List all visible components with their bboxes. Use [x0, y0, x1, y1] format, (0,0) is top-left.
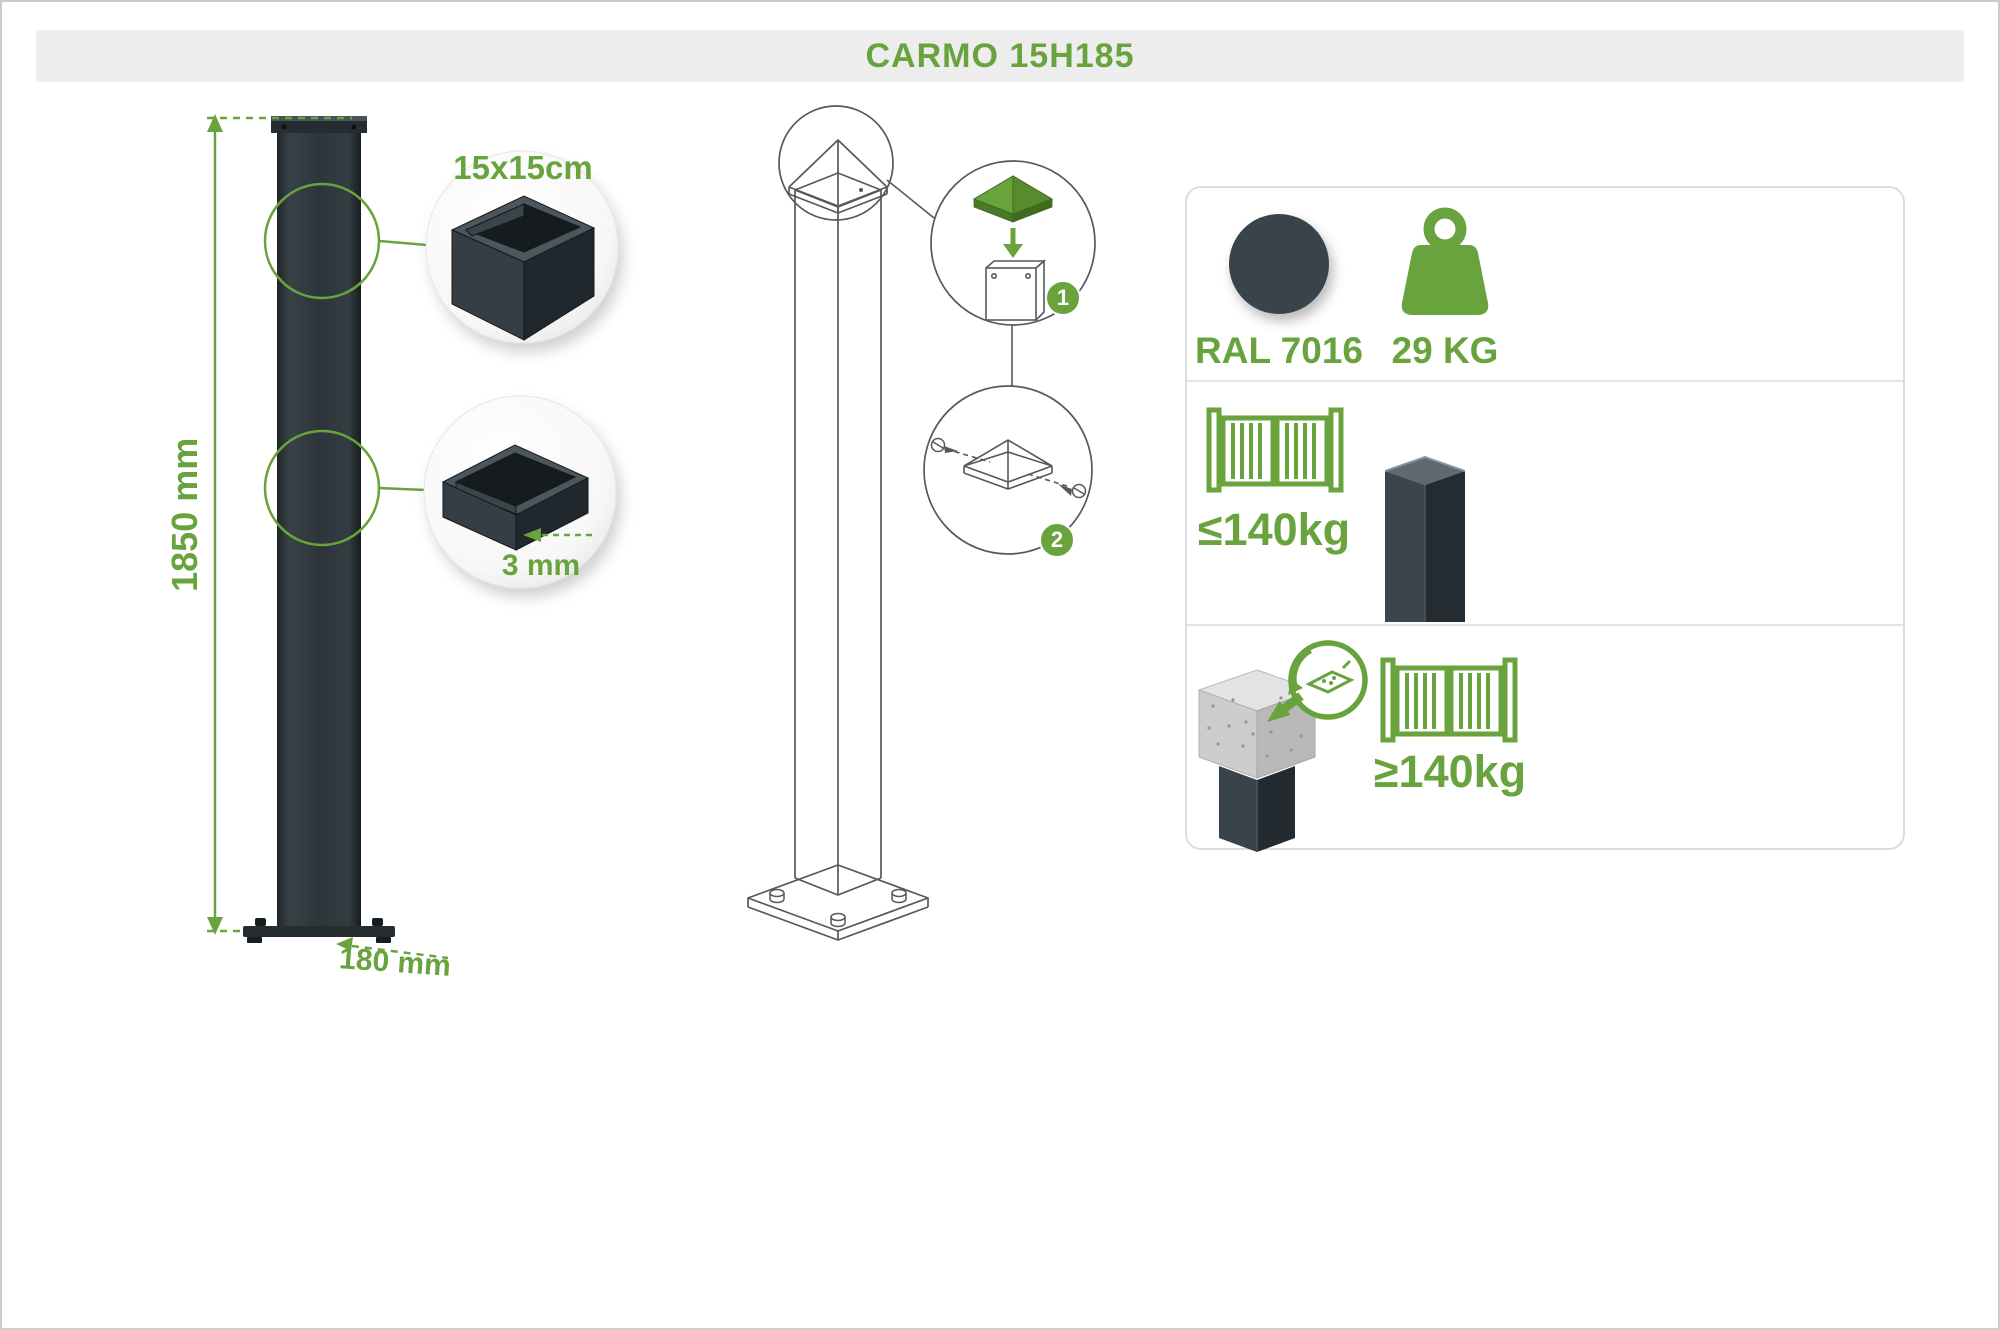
gate-icon: [1380, 657, 1518, 743]
screw-right-icon: [1058, 483, 1087, 499]
thickness-arrow: [523, 528, 596, 542]
callout-connector-top: [886, 179, 935, 219]
gate-weight-light-label: ≤140kg: [1197, 504, 1351, 555]
profile-size-label: 15x15cm: [453, 149, 593, 186]
card-divider: [1187, 624, 1903, 626]
assembly-step-2: [923, 385, 1093, 555]
gate-icon: [1206, 407, 1344, 493]
post-icon: [1385, 455, 1465, 622]
concrete-footing-icon: [1197, 640, 1368, 852]
concrete-speckles: [1207, 696, 1303, 758]
header-bar: CARMO 15H185: [36, 30, 1964, 82]
anchor-bolts: [769, 888, 907, 928]
screw-left-icon: [930, 437, 958, 453]
gate-weight-heavy-label: ≥140kg: [1373, 746, 1527, 797]
profile-detail-circle: [425, 150, 619, 344]
down-arrow-icon: [1003, 228, 1023, 258]
weight-icon: [1401, 207, 1489, 315]
thickness-detail-circle: [423, 395, 617, 589]
step-2-badge: 2: [1039, 522, 1075, 558]
post-front-render: [243, 116, 395, 943]
card-divider: [1187, 380, 1903, 382]
step-1-badge: 1: [1045, 280, 1081, 316]
height-dimension-label: 1850 mm: [164, 437, 206, 592]
wall-thickness-label: 3 mm: [501, 549, 581, 582]
base-dimension-line: [336, 937, 449, 960]
post-top-outline: [985, 259, 1047, 321]
spec-card: RAL 7016 29 KG ≤140kg: [1185, 186, 1905, 852]
height-dimension-line: [207, 114, 352, 935]
color-code-label: RAL 7016: [1195, 330, 1363, 371]
weight-label: 29 KG: [1391, 330, 1499, 371]
detail-callout-circles: [263, 182, 428, 547]
color-swatch-icon: [1229, 214, 1329, 314]
post-isometric-wireframe: [747, 105, 929, 941]
page-title: CARMO 15H185: [865, 36, 1135, 75]
into-concrete-arrow: [1267, 692, 1304, 722]
cap-icon: [973, 175, 1053, 223]
mixing-icon: [1288, 640, 1368, 720]
